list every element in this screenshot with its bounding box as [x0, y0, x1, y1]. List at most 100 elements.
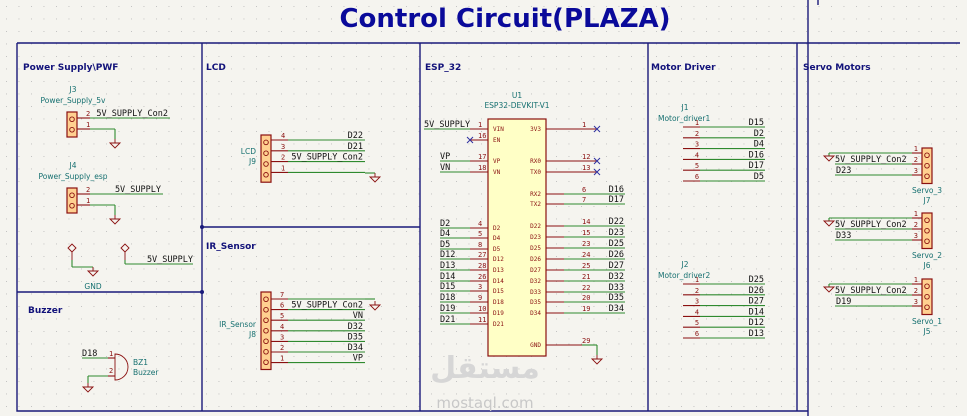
ground-symbol-icon [86, 267, 100, 277]
servo-ref: J7 [923, 196, 931, 205]
net-label: D4 [440, 229, 450, 239]
net-label: 5V_SUPPLY_Con2 [291, 153, 363, 163]
power-flag-icon [67, 243, 77, 260]
value-j1: Motor_driver1 [658, 114, 710, 123]
net-label: D19 [440, 304, 455, 314]
pin-number: 6 [695, 173, 699, 181]
net-label: D13 [749, 329, 764, 339]
pin-name: TX2 [530, 201, 541, 208]
pin-number: 1 [86, 121, 90, 129]
pin-name: D23 [530, 234, 541, 241]
pin-name: D34 [530, 310, 541, 317]
servo-ref: J6 [923, 261, 931, 270]
pin-name: EN [493, 137, 501, 144]
net-label: D33 [836, 231, 851, 241]
connector-pin-hole-icon [924, 283, 930, 290]
servo-connector [921, 212, 933, 250]
pin-number: 5 [695, 162, 699, 170]
pin-number: 19 [582, 305, 590, 313]
no-connect-icon [593, 168, 601, 176]
servo-value: Servo_1 [912, 317, 942, 326]
net-label: D35 [609, 293, 624, 303]
servo-ref: J5 [923, 327, 931, 336]
pin-number: 2 [281, 154, 285, 162]
pin-name: 3V3 [530, 126, 541, 133]
net-label: D35 [348, 332, 363, 342]
pin-number: 25 [582, 262, 590, 270]
net-label: D18 [82, 349, 97, 359]
power-flag-icon [120, 243, 130, 260]
net-label: D34 [609, 304, 624, 314]
net-label: D15 [749, 118, 764, 128]
net-label: D4 [754, 140, 764, 150]
pin-number: 2 [86, 110, 90, 118]
pin-number: 1 [281, 164, 285, 172]
pin-number: 9 [478, 294, 482, 302]
connector-pin-hole-icon [263, 328, 269, 334]
pin-number: 6 [280, 302, 284, 310]
servo-connector [921, 278, 933, 316]
net-label: VN [440, 163, 450, 173]
ground-symbol-icon [368, 173, 382, 183]
net-label: D14 [440, 272, 455, 282]
esp32-body [487, 118, 547, 357]
buzzer-ref: BZ1 [133, 358, 148, 367]
ground-symbol-icon [108, 139, 122, 149]
pin-number: 2 [695, 287, 699, 295]
section-title-esp32: ESP_32 [425, 63, 461, 73]
pin-number: 17 [478, 153, 486, 161]
connector-pin-hole-icon [263, 296, 269, 303]
ground-symbol-icon [108, 215, 122, 225]
pin-number: 1 [86, 197, 90, 205]
net-label: D12 [440, 250, 455, 260]
net-label: D17 [609, 195, 624, 205]
esp32-value: ESP32-DEVKIT-V1 [484, 101, 549, 110]
connector-pin-hole-icon [263, 349, 269, 355]
net-label: D2 [754, 129, 764, 139]
pin-name: D35 [530, 299, 541, 306]
net-label: D19 [836, 297, 851, 307]
pin-number: 4 [280, 323, 284, 331]
net-label: 5V_SUPPLY_Con2 [835, 155, 907, 165]
buzzer-value: Buzzer [133, 368, 159, 377]
section-title-buzzer: Buzzer [28, 306, 63, 316]
net-label: 5V_SUPPLY_Con2 [835, 220, 907, 230]
connector-pin-hole-icon [263, 161, 269, 167]
pin-name: D21 [493, 321, 504, 328]
connector-pin-hole-icon [69, 126, 75, 133]
value-j2: Motor_driver2 [658, 271, 710, 280]
ir-ref: J8 [248, 330, 256, 339]
net-label: VP [353, 354, 363, 364]
section-title-servo-motors: Servo Motors [803, 63, 871, 73]
pin-number: 2 [109, 367, 113, 375]
connector-pin-hole-icon [924, 294, 930, 300]
connector-pin-hole-icon [69, 192, 75, 198]
pin-name: VIN [493, 126, 504, 133]
connector-pin-hole-icon [924, 304, 930, 311]
pin-name: D5 [493, 246, 501, 253]
connector-pin-hole-icon [263, 139, 269, 146]
pin-name: RX2 [530, 191, 541, 198]
watermark-logo: مستقل [430, 351, 540, 386]
pin-number: 1 [478, 121, 482, 129]
pin-name: D18 [493, 299, 504, 306]
pin-number: 1 [695, 119, 699, 127]
pin-number: 2 [914, 287, 918, 295]
net-label: D12 [749, 318, 764, 328]
ir-connector [260, 291, 272, 371]
net-label: D33 [609, 283, 624, 293]
pin-number: 2 [914, 156, 918, 164]
pin-number: 2 [86, 186, 90, 194]
pin-number: 8 [478, 241, 482, 249]
pin-number: 1 [914, 145, 918, 153]
ground-symbol-icon [822, 220, 836, 227]
pin-number: 1 [914, 210, 918, 218]
pin-number: 7 [280, 291, 284, 299]
section-title-motor-driver: Motor Driver [651, 63, 716, 73]
pin-name: D13 [493, 267, 504, 274]
connector-pin-hole-icon [924, 173, 930, 179]
value-j3: Power_Supply_5v [41, 96, 107, 105]
net-label: D23 [836, 166, 851, 176]
net-label: D25 [609, 239, 624, 249]
pin-number: 4 [281, 132, 285, 140]
